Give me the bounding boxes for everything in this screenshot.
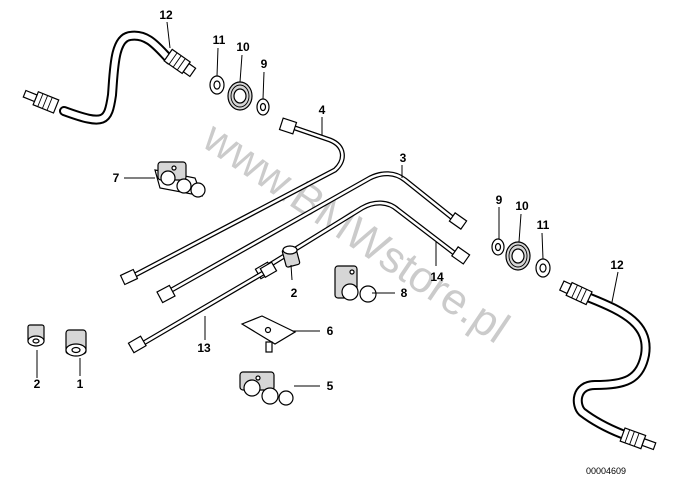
label-9-right: 9 <box>496 193 503 207</box>
nut-1 <box>65 329 87 357</box>
washer-11-right <box>535 258 551 278</box>
clip-8 <box>334 265 377 303</box>
brake-hose-bottom-right <box>558 280 657 451</box>
label-5: 5 <box>327 379 334 393</box>
clip-5 <box>239 371 294 406</box>
label-7: 7 <box>113 171 120 185</box>
label-11-top: 11 <box>213 33 226 47</box>
label-4: 4 <box>319 103 326 117</box>
callout-labels: 12 11 10 9 4 7 3 9 10 11 12 2 8 14 6 13 … <box>34 8 624 393</box>
bracket-6 <box>240 315 297 353</box>
brake-pipe-13 <box>127 261 278 354</box>
label-13: 13 <box>197 341 211 355</box>
label-8: 8 <box>401 286 408 300</box>
brake-pipe-3 <box>156 171 468 304</box>
label-12-top: 12 <box>159 8 173 22</box>
banjo-nut-10-right <box>505 241 531 271</box>
label-12-right: 12 <box>610 258 624 272</box>
label-6: 6 <box>327 324 334 338</box>
label-10-right: 10 <box>515 199 529 213</box>
washer-11-top <box>209 75 225 95</box>
label-2-center: 2 <box>291 286 298 300</box>
brake-pipe-4 <box>119 117 345 286</box>
label-9-top: 9 <box>261 57 268 71</box>
label-3: 3 <box>400 151 407 165</box>
clip-7 <box>154 161 206 198</box>
drawing-number: 00004609 <box>586 466 626 476</box>
label-14: 14 <box>430 270 444 284</box>
washer-9-top <box>256 98 270 116</box>
label-1: 1 <box>77 377 84 391</box>
watermark: www.BMWstore.pl <box>194 112 518 353</box>
union-2-center <box>281 245 301 268</box>
label-11-right: 11 <box>537 218 550 232</box>
washer-9-right <box>491 238 505 256</box>
banjo-nut-10-top <box>227 81 253 111</box>
leader-lines <box>36 21 619 387</box>
label-10-top: 10 <box>236 40 250 54</box>
label-2-left: 2 <box>34 377 41 391</box>
union-2-left <box>27 324 45 347</box>
brake-hose-top-left <box>22 30 197 125</box>
